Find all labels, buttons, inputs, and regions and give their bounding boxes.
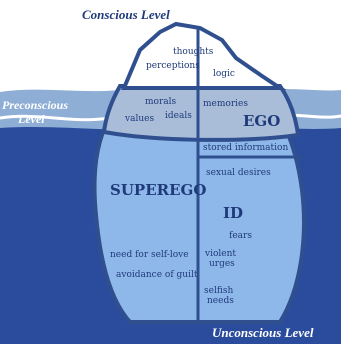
preconscious-level-label-1: Preconscious [2,98,68,112]
item-stored-information: stored information [203,143,288,153]
preconscious-level-label-2: Level [17,112,45,126]
conscious-level-label: Conscious Level [82,7,170,22]
unconscious-level-label: Unconscious Level [212,325,314,340]
item-violent-urges-1: violent [204,249,236,259]
ego-heading: EGO [243,112,280,130]
item-fears: fears [229,231,252,241]
item-values: values [124,114,154,124]
item-sexual-desires: sexual desires [206,168,271,178]
item-need-for-self-love: need for self-love [110,250,189,260]
item-logic: logic [213,69,235,79]
item-violent-urges-2: urges [209,259,235,269]
item-morals: morals [145,97,176,107]
item-thoughts: thoughts [173,47,214,57]
id-heading: ID [223,204,243,222]
item-selfish-needs-1: selfish [204,286,233,296]
item-avoidance-of-guilt: avoidance of guilt [116,270,198,280]
item-memories: memories [203,99,248,109]
superego-heading: SUPEREGO [110,181,206,199]
item-perceptions: perceptions [146,61,200,71]
item-ideals: ideals [165,111,192,121]
item-selfish-needs-2: needs [207,296,234,306]
